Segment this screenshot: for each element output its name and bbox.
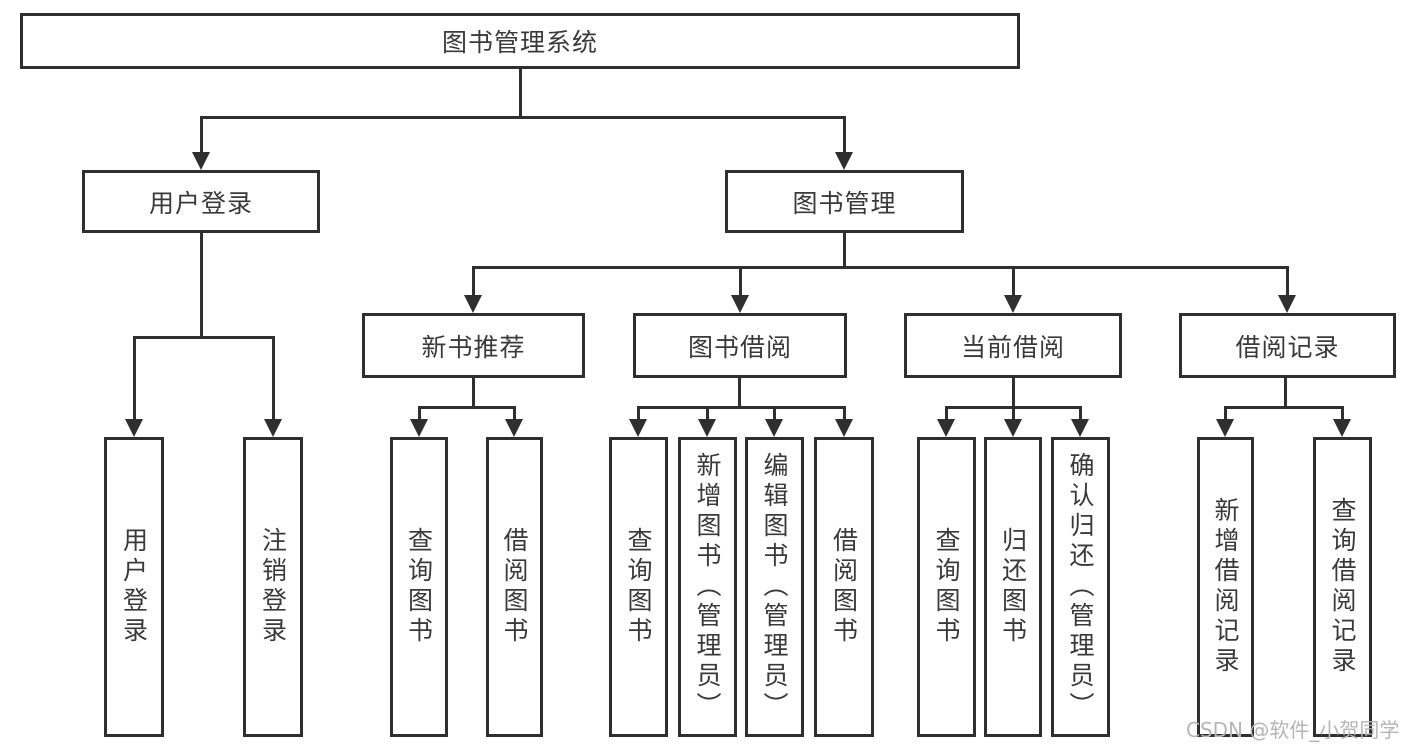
leaf-label: 注销登录 — [258, 527, 288, 647]
connector-line — [843, 406, 846, 422]
leaf-label: 新增借阅记录 — [1211, 497, 1240, 677]
connector-line — [637, 406, 640, 422]
leaf-label: 借阅图书 — [500, 527, 529, 647]
connector-line — [200, 233, 203, 338]
leaf-label: 新增图书（管理员） — [693, 452, 722, 722]
leaf-return-books: 归还图书 — [984, 437, 1042, 737]
node-root-library-management-system: 图书管理系统 — [20, 13, 1020, 69]
leaf-label: 编辑图书（管理员） — [760, 452, 789, 722]
arrowhead-down-icon — [1278, 295, 1296, 313]
connector-line — [200, 116, 203, 154]
node-new-book-recommendation: 新书推荐 — [362, 313, 585, 378]
connector-line — [472, 266, 475, 297]
node-label: 新书推荐 — [421, 332, 526, 362]
arrowhead-down-icon — [505, 419, 523, 437]
arrowhead-down-icon — [464, 295, 482, 313]
arrowhead-down-icon — [1333, 419, 1351, 437]
leaf-borrow-books-borrowing: 借阅图书 — [814, 437, 874, 737]
connector-line — [200, 116, 846, 119]
arrowhead-down-icon — [629, 419, 647, 437]
arrowhead-down-icon — [410, 419, 428, 437]
node-label: 用户登录 — [148, 188, 253, 218]
arrowhead-down-icon — [125, 419, 143, 437]
arrowhead-down-icon — [731, 295, 749, 313]
csdn-watermark: CSDN @软件_小贺同学 — [1186, 718, 1400, 742]
connector-line — [1012, 378, 1015, 409]
arrowhead-down-icon — [264, 419, 282, 437]
node-label: 图书管理系统 — [441, 28, 598, 57]
node-current-borrowing: 当前借阅 — [904, 313, 1122, 378]
connector-line — [472, 378, 475, 409]
arrowhead-down-icon — [765, 419, 783, 437]
leaf-logout: 注销登录 — [243, 437, 303, 737]
connector-line — [1224, 406, 1227, 422]
node-user-login: 用户登录 — [82, 170, 320, 233]
leaf-query-books-current: 查询图书 — [917, 437, 976, 737]
connector-line — [519, 69, 522, 117]
connector-line — [1284, 378, 1287, 409]
leaf-query-books-recommend: 查询图书 — [390, 437, 448, 737]
node-label: 图书管理 — [792, 188, 897, 218]
connector-line — [472, 266, 1289, 269]
leaf-label: 归还图书 — [998, 527, 1028, 647]
connector-line — [773, 406, 776, 422]
node-label: 借阅记录 — [1235, 332, 1340, 362]
connector-line — [133, 336, 136, 421]
node-borrowing-records: 借阅记录 — [1179, 313, 1396, 378]
connector-line — [1286, 266, 1289, 297]
connector-line — [1012, 266, 1015, 297]
arrowhead-down-icon — [937, 419, 955, 437]
leaf-user-login: 用户登录 — [104, 437, 164, 737]
connector-line — [739, 266, 742, 297]
connector-line — [1341, 406, 1344, 422]
arrowhead-down-icon — [1216, 419, 1234, 437]
connector-line — [133, 336, 275, 339]
leaf-edit-book-admin: 编辑图书（管理员） — [745, 437, 804, 737]
node-book-borrowing: 图书借阅 — [633, 313, 847, 378]
leaf-query-books-borrowing: 查询图书 — [609, 437, 668, 737]
arrowhead-down-icon — [192, 152, 210, 170]
arrowhead-down-icon — [1004, 419, 1022, 437]
connector-line — [945, 406, 948, 422]
arrowhead-down-icon — [835, 152, 853, 170]
leaf-label: 确认归还（管理员） — [1066, 452, 1095, 722]
arrowhead-down-icon — [1071, 419, 1089, 437]
arrowhead-down-icon — [1004, 295, 1022, 313]
connector-line — [418, 406, 421, 422]
leaf-add-borrow-record: 新增借阅记录 — [1197, 437, 1254, 737]
leaf-label: 借阅图书 — [829, 527, 859, 647]
connector-line — [1224, 406, 1344, 409]
node-label: 图书借阅 — [687, 332, 792, 362]
arrowhead-down-icon — [698, 419, 716, 437]
leaf-label: 查询图书 — [932, 527, 961, 647]
arrowhead-down-icon — [835, 419, 853, 437]
connector-line — [706, 406, 709, 422]
leaf-confirm-return-admin: 确认归还（管理员） — [1051, 437, 1110, 737]
connector-line — [272, 336, 275, 421]
connector-line — [1079, 406, 1082, 422]
leaf-label: 查询借阅记录 — [1328, 497, 1357, 677]
leaf-label: 查询图书 — [624, 527, 653, 647]
connector-line — [843, 116, 846, 154]
leaf-label: 用户登录 — [119, 527, 149, 647]
leaf-label: 查询图书 — [404, 527, 434, 647]
leaf-query-borrow-record: 查询借阅记录 — [1313, 437, 1372, 737]
connector-line — [418, 406, 516, 409]
connector-line — [843, 233, 846, 269]
connector-line — [513, 406, 516, 422]
leaf-add-book-admin: 新增图书（管理员） — [678, 437, 737, 737]
node-label: 当前借阅 — [960, 332, 1065, 362]
node-book-management: 图书管理 — [725, 170, 964, 233]
connector-line — [738, 378, 741, 409]
connector-line — [637, 406, 846, 409]
leaf-borrow-books-recommend: 借阅图书 — [486, 437, 543, 737]
connector-line — [1012, 406, 1015, 422]
